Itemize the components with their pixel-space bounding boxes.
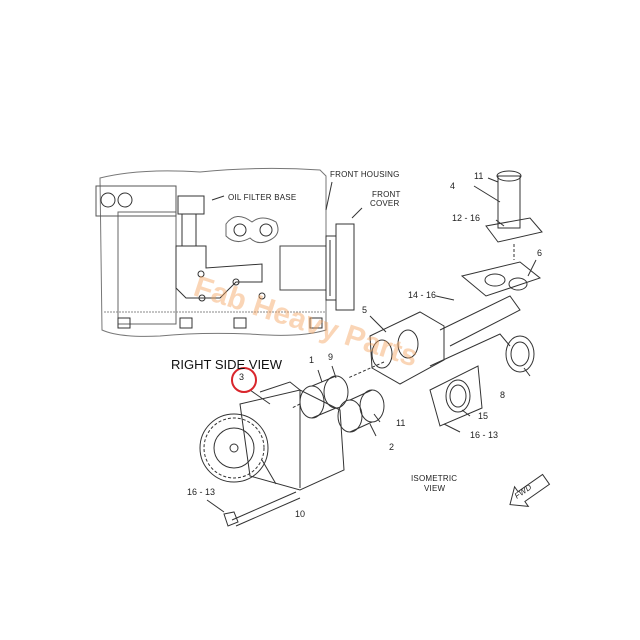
part-16-13-right: 16 - 13 bbox=[470, 430, 499, 440]
label-front-cover-1: FRONT bbox=[372, 190, 401, 199]
part-2: 2 bbox=[389, 442, 395, 452]
part-4: 4 bbox=[450, 181, 456, 191]
label-front-housing: FRONT HOUSING bbox=[330, 170, 400, 179]
part-1: 1 bbox=[309, 355, 315, 365]
part-6: 6 bbox=[537, 248, 543, 258]
part-8: 8 bbox=[500, 390, 506, 400]
part-15: 15 bbox=[478, 411, 489, 421]
part-5: 5 bbox=[362, 305, 368, 315]
label-isometric: ISOMETRIC bbox=[411, 474, 458, 483]
label-right-side-view: RIGHT SIDE VIEW bbox=[171, 357, 282, 372]
part-11-top: 11 bbox=[474, 171, 484, 181]
part-14-16: 14 - 16 bbox=[408, 290, 437, 300]
label-oil-filter-base: OIL FILTER BASE bbox=[228, 193, 297, 202]
fwd-arrow-icon bbox=[509, 473, 551, 508]
part-11-mid: 11 bbox=[396, 418, 406, 428]
highlight-circle bbox=[231, 367, 257, 393]
label-view: VIEW bbox=[424, 484, 446, 493]
part-16-13-left: 16 - 13 bbox=[187, 487, 216, 497]
part-3: 3 bbox=[239, 372, 245, 382]
part-10: 10 bbox=[295, 509, 306, 519]
part-12-16: 12 - 16 bbox=[452, 213, 481, 223]
part-9: 9 bbox=[328, 352, 334, 362]
engine-block-outline bbox=[95, 167, 363, 337]
isometric-assembly bbox=[199, 170, 543, 527]
label-front-cover-2: COVER bbox=[370, 199, 400, 208]
